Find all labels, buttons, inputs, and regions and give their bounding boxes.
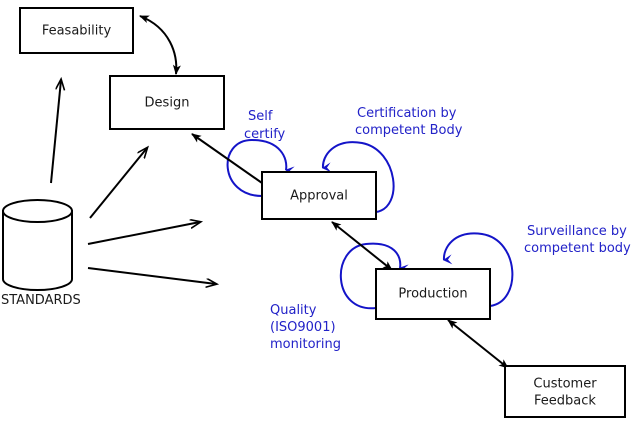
edge-feasability-design: [139, 15, 181, 75]
annotation-certification-line2: competent Body: [355, 123, 463, 138]
edge-standards-design: [89, 148, 147, 219]
node-approval-label: Approval: [290, 189, 348, 204]
edge-design-approval: [191, 133, 273, 191]
node-feasability[interactable]: Feasability: [19, 7, 134, 54]
edge-production-customer-feedback: [447, 319, 509, 369]
annotation-certification-line1: Certification by: [357, 106, 457, 121]
annotation-self-certify: Self certify: [244, 109, 286, 142]
node-approval[interactable]: Approval: [261, 171, 377, 220]
edge-approval-production: [331, 221, 393, 271]
node-production-label: Production: [398, 287, 467, 302]
node-design-label: Design: [145, 96, 190, 111]
node-standards[interactable]: STANDARDS: [1, 199, 81, 308]
edge-standards-feasability: [50, 80, 61, 184]
annotation-surveillance-line1: Surveillance by: [527, 224, 627, 239]
annotation-surveillance-by-competent-body: Surveillance by competent body: [524, 224, 631, 256]
node-standards-label: STANDARDS: [1, 293, 81, 308]
annotation-certification-by-competent-body: Certification by competent Body: [355, 106, 463, 138]
node-customer-feedback-label-line2: Feedback: [534, 394, 596, 409]
annotation-quality-line1: Quality: [270, 303, 317, 318]
annotation-surveillance-line2: competent body: [524, 241, 631, 256]
annotation-quality-iso9001-monitoring: Quality (ISO9001) monitoring: [270, 303, 341, 352]
edge-standards-approval: [87, 222, 200, 245]
edge-standards-production: [87, 267, 216, 284]
annotation-quality-line3: monitoring: [270, 337, 341, 352]
annotation-quality-line2: (ISO9001): [270, 320, 336, 335]
node-production[interactable]: Production: [375, 268, 491, 320]
node-customer-feedback[interactable]: Customer Feedback: [504, 365, 626, 418]
surveillance-loop: [442, 232, 514, 307]
node-feasability-label: Feasability: [42, 24, 112, 39]
annotation-self-certify-line1: Self: [248, 109, 273, 124]
certification-loop: [321, 141, 395, 213]
annotation-self-certify-line2: certify: [244, 127, 286, 142]
node-customer-feedback-label-line1: Customer: [533, 377, 597, 392]
node-design[interactable]: Design: [109, 75, 225, 130]
